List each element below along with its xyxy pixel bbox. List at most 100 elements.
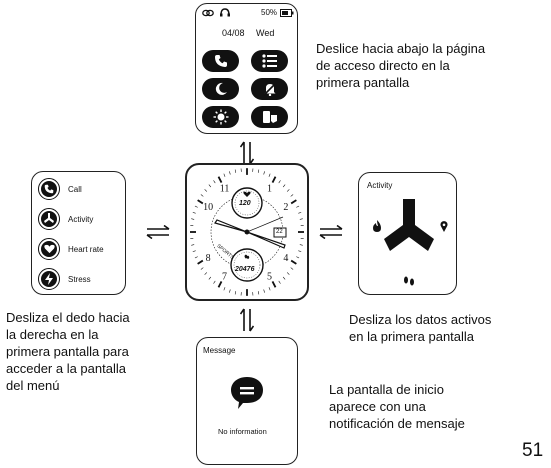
- dial-tick: [197, 199, 204, 205]
- footsteps-icon: [244, 254, 250, 260]
- dial-tick: [223, 287, 226, 291]
- menu-item-label: Call: [68, 184, 82, 194]
- steps-footprint-icon: [404, 276, 414, 286]
- calories-flame-icon: [373, 220, 381, 232]
- moon-icon: [215, 82, 227, 95]
- dial-tick: [192, 211, 196, 214]
- hour-numerals: 121234567891011: [203, 184, 288, 283]
- dial-tick: [217, 176, 223, 183]
- hour-numeral: 2: [283, 202, 288, 213]
- dial-tick: [298, 250, 302, 253]
- dial-tick: [208, 276, 212, 280]
- dial-tick: [191, 244, 195, 246]
- dial-tick: [298, 211, 302, 214]
- activity-screen: Activity: [358, 172, 457, 295]
- dial-tick: [263, 289, 265, 293]
- dial-tick: [208, 184, 212, 188]
- dial-tick: [271, 176, 277, 183]
- mute-shortcut-button[interactable]: [251, 78, 288, 100]
- menu-item-stress[interactable]: Stress: [38, 268, 91, 290]
- page-number: 51: [522, 440, 544, 461]
- dial-tick: [217, 281, 223, 288]
- watch-face-screen: 121234567891011 120 20476 22 SPORTS: [185, 163, 309, 301]
- dial-tick: [204, 272, 208, 275]
- dial-tick: [299, 218, 303, 220]
- date-window: [273, 227, 287, 238]
- hour-numeral: 10: [203, 202, 213, 213]
- dial-tick: [290, 199, 297, 205]
- menu-item-label: Heart rate: [68, 244, 104, 254]
- dial-tick: [278, 180, 281, 184]
- minute-ticks: [190, 168, 304, 296]
- shortcut-caption: Deslice hacia abajo la página de acceso …: [316, 40, 485, 91]
- dial-tick: [191, 218, 195, 220]
- menu-item-activity[interactable]: Activity: [38, 208, 93, 230]
- caption-line: Deslice hacia abajo la página: [316, 41, 486, 56]
- menu-item-label: Activity: [68, 214, 94, 224]
- activity-trefoil-icon: [384, 199, 434, 251]
- dial-tick: [286, 272, 290, 275]
- date-value: 22: [276, 229, 283, 235]
- message-screen: Message No information: [196, 337, 298, 465]
- dial-tick: [229, 289, 231, 293]
- find-phone-shortcut-button[interactable]: [251, 106, 288, 128]
- headset-icon: [220, 8, 230, 17]
- hour-numeral: 4: [283, 253, 288, 264]
- menu-item-call[interactable]: Call: [38, 178, 82, 200]
- message-title: Message: [203, 346, 236, 355]
- dial-tick: [234, 169, 237, 173]
- hour-numeral: 11: [220, 184, 230, 195]
- caption-line: aparece con una: [329, 399, 426, 414]
- heart-icon: [38, 238, 60, 260]
- hour-numeral: 7: [222, 271, 227, 282]
- hour-numeral: 1: [267, 184, 272, 195]
- dial-tick: [197, 259, 204, 265]
- menu-item-label: Stress: [68, 274, 91, 284]
- dial-tick: [278, 280, 281, 284]
- weekday-text: Wed: [256, 28, 275, 38]
- brightness-shortcut-button[interactable]: [202, 106, 239, 128]
- dial-tick: [282, 184, 286, 188]
- caption-line: en la primera pantalla: [349, 329, 475, 344]
- heart-value: 120: [239, 200, 251, 207]
- dial-tick: [257, 291, 260, 295]
- caption-line: La pantalla de inicio: [329, 382, 444, 397]
- dial-tick: [268, 287, 271, 291]
- menu-screen: Call Activity Heart rate Stress: [31, 171, 126, 295]
- battery-percent: 50%: [261, 8, 278, 17]
- caption-line: primera pantalla: [316, 75, 410, 90]
- menu-caption: Desliza el dedo hacia la derecha en la p…: [6, 309, 130, 394]
- steps-value: 20476: [235, 266, 255, 273]
- dial-tick: [213, 280, 216, 284]
- dial-tick: [229, 171, 231, 175]
- dial-tick: [194, 256, 198, 259]
- battery-icon: [280, 9, 294, 17]
- dial-tick: [200, 267, 204, 270]
- caption-line: de acceso directo en la: [316, 58, 450, 73]
- hour-numeral: 5: [267, 271, 272, 282]
- list-shortcut-button[interactable]: [251, 50, 288, 72]
- call-shortcut-button[interactable]: [202, 50, 239, 72]
- dial-tick: [200, 194, 204, 197]
- caption-line: notificación de mensaje: [329, 416, 465, 431]
- activity-caption: Desliza los datos activos en la primera …: [349, 311, 491, 345]
- caption-line: Desliza el dedo hacia: [6, 310, 130, 325]
- dial-tick: [286, 189, 290, 192]
- dial-tick: [296, 256, 300, 259]
- caption-line: Desliza los datos activos: [349, 312, 492, 327]
- menu-item-heart-rate[interactable]: Heart rate: [38, 238, 104, 260]
- dial-tick: [192, 250, 196, 253]
- date-text: 04/08: [222, 28, 245, 38]
- phone-icon: [214, 55, 227, 67]
- dial-tick: [194, 205, 198, 208]
- sleep-shortcut-button[interactable]: [202, 78, 239, 100]
- phone-icon: [38, 178, 60, 200]
- caption-line: del menú: [6, 378, 60, 393]
- list-icon: [261, 54, 277, 68]
- dial-tick: [213, 180, 216, 184]
- heart-icon: [243, 191, 251, 197]
- message-bubble-icon: [231, 377, 263, 409]
- steps-subdial: [230, 248, 264, 282]
- no-information-text: No information: [218, 427, 267, 436]
- activity-title: Activity: [367, 181, 393, 190]
